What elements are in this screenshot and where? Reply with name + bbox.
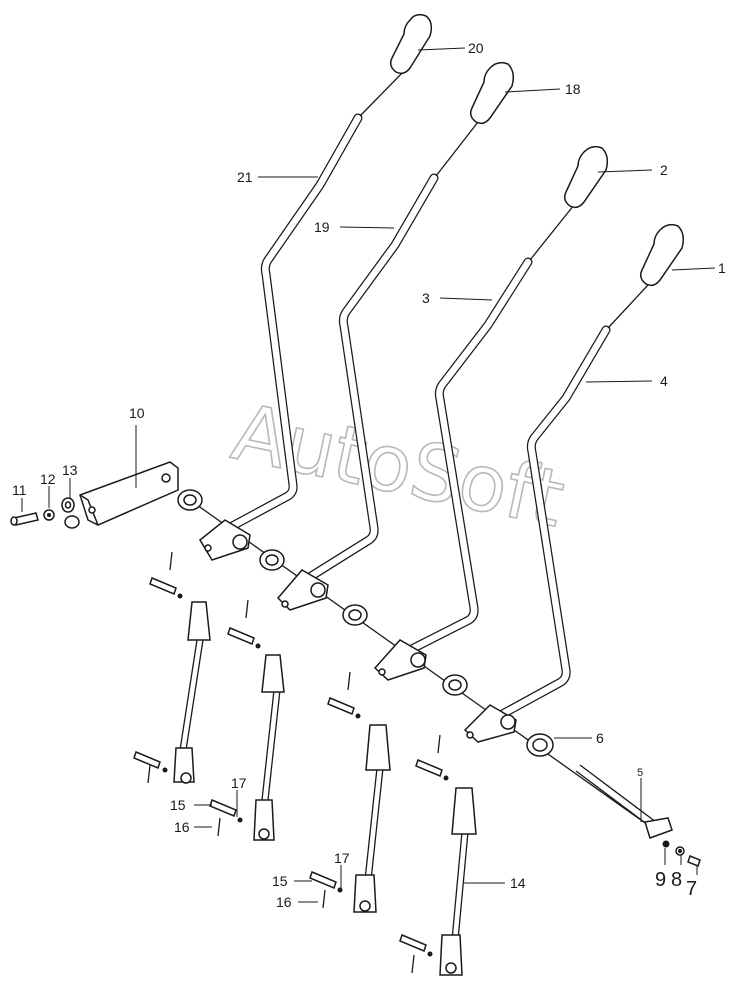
callout-11: 11 — [12, 482, 27, 498]
callout-17-upper: 17 — [231, 775, 247, 791]
end-fasteners — [662, 840, 701, 867]
callout-20: 20 — [468, 40, 484, 56]
knob-icon — [639, 223, 685, 287]
callout-labels: 20 18 2 1 21 19 3 4 5 6 7 8 9 10 11 12 1… — [12, 40, 726, 910]
linkage-rod-1 — [133, 551, 211, 784]
callout-12: 12 — [40, 471, 56, 487]
pivot-shaft — [189, 499, 673, 839]
callout-9: 9 — [655, 869, 666, 891]
shaft-plate — [644, 817, 673, 839]
linkage-rod-4 — [399, 734, 477, 976]
callout-14: 14 — [510, 875, 526, 891]
linkage-rod-3 — [309, 671, 391, 913]
callout-15-upper: 15 — [170, 797, 186, 813]
callout-18: 18 — [565, 81, 581, 97]
callout-4: 4 — [660, 373, 668, 389]
lever-assembly-2 — [300, 61, 515, 585]
callout-15-lower: 15 — [272, 873, 288, 889]
knob-icon — [563, 145, 609, 209]
lever-assembly-3 — [395, 145, 609, 660]
lever-assembly-1 — [220, 13, 433, 535]
callout-16-lower: 16 — [276, 894, 292, 910]
watermark: AutoSoft — [225, 388, 571, 546]
callout-7: 7 — [686, 878, 697, 900]
bushings — [177, 489, 554, 757]
knob-icon — [389, 13, 433, 75]
callout-6: 6 — [596, 730, 604, 746]
callout-17-lower: 17 — [334, 850, 350, 866]
callout-2: 2 — [660, 162, 668, 178]
callout-5: 5 — [637, 767, 643, 779]
callout-1: 1 — [718, 260, 726, 276]
callout-19: 19 — [314, 219, 330, 235]
callout-16-upper: 16 — [174, 819, 190, 835]
mounting-bracket — [10, 461, 179, 529]
callout-10: 10 — [129, 405, 145, 421]
callout-21: 21 — [237, 169, 253, 185]
linkage-rod-2 — [209, 599, 285, 841]
leader-lines — [21, 47, 716, 903]
callout-3: 3 — [422, 290, 430, 306]
knob-icon — [469, 61, 515, 125]
callout-13: 13 — [62, 462, 78, 478]
pivot-brackets — [199, 519, 517, 743]
lever-assembly-4 — [483, 223, 685, 727]
callout-8: 8 — [671, 869, 682, 891]
